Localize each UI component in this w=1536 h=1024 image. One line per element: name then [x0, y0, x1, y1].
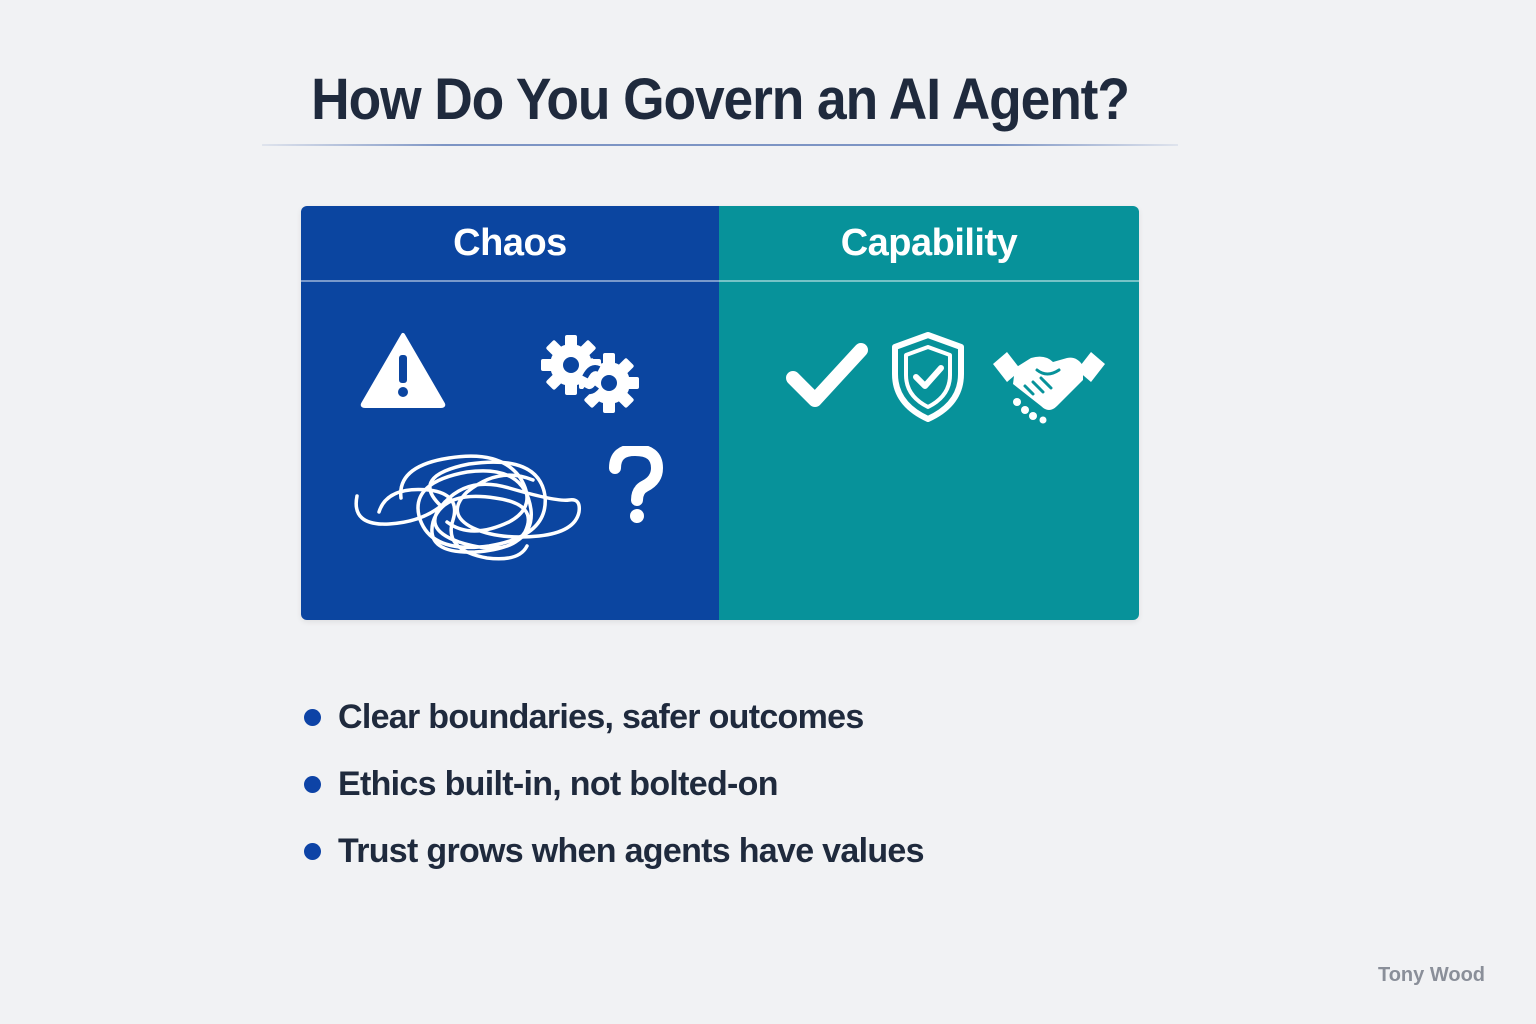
broken-gears-icon [541, 335, 639, 413]
author-signature: Tony Wood [1377, 964, 1485, 986]
bullet-text: Clear boundaries, safer outcomes [338, 698, 864, 736]
bullet-dot [304, 776, 321, 793]
bullet-dot [304, 843, 321, 860]
checkmark-icon [786, 343, 868, 407]
tangled-line-icon [354, 454, 582, 561]
capability-heading-divider [719, 280, 1139, 282]
shield-check-icon [892, 332, 964, 422]
chaos-panel: Chaos [301, 206, 719, 620]
bullet-text: Ethics built-in, not bolted-on [338, 765, 779, 803]
capability-panel: Capability [719, 206, 1139, 620]
question-mark-icon [609, 446, 664, 523]
title-divider [262, 144, 1178, 146]
handshake-icon [993, 352, 1105, 424]
list-item: Ethics built-in, not bolted-on [304, 751, 924, 818]
bullet-list: Clear boundaries, safer outcomes Ethics … [304, 684, 925, 885]
comparison-card: Chaos [301, 206, 1139, 620]
chaos-heading-divider [301, 280, 719, 282]
bullet-text: Trust grows when agents have values [338, 832, 925, 870]
warning-icon [360, 333, 446, 408]
list-item: Clear boundaries, safer outcomes [304, 684, 924, 751]
bullet-dot [304, 709, 321, 726]
chaos-heading: Chaos [453, 222, 567, 264]
page-title: How Do You Govern an AI Agent? [311, 67, 1130, 132]
capability-heading: Capability [840, 222, 1018, 264]
list-item: Trust grows when agents have values [304, 818, 925, 885]
